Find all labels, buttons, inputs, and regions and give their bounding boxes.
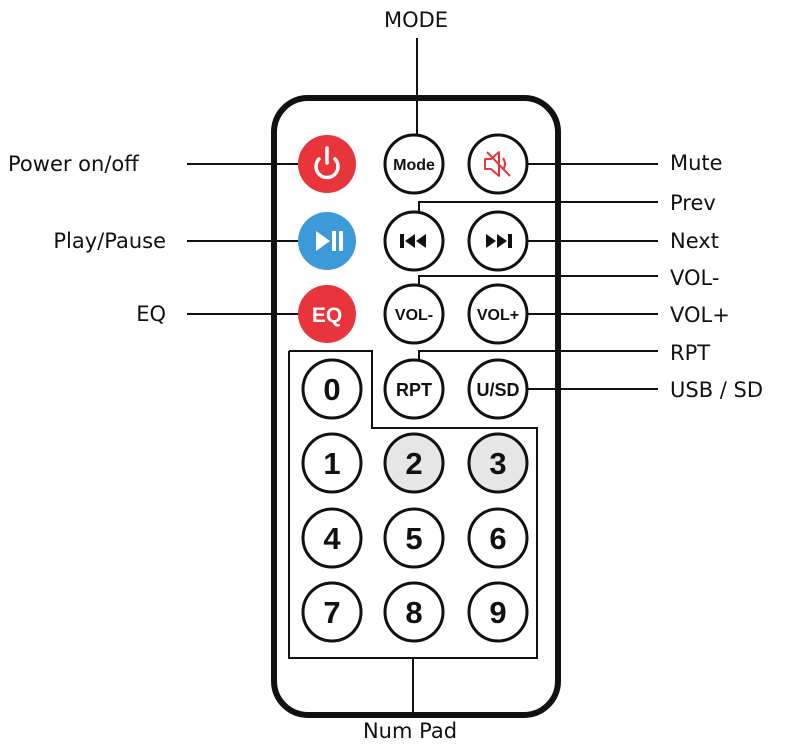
label-num-pad: Num Pad	[363, 719, 457, 743]
skip-next-icon	[486, 234, 512, 248]
label-vol-minus: VOL-	[670, 266, 719, 290]
leader-lines	[187, 38, 658, 712]
label-mute: Mute	[670, 151, 723, 175]
usb-sd-button-label: U/SD	[476, 380, 519, 400]
leader-prev	[418, 201, 658, 213]
digit-8-button[interactable]: 8	[383, 581, 445, 643]
digit-4-label: 4	[323, 521, 341, 556]
label-vol-plus: VOL+	[670, 303, 730, 327]
digit-9-button[interactable]: 9	[467, 581, 529, 643]
play-pause-button[interactable]	[298, 212, 356, 270]
label-rpt: RPT	[670, 341, 710, 365]
num-pad-outline	[288, 350, 538, 659]
digit-4-button[interactable]: 4	[301, 507, 363, 569]
label-play-pause: Play/Pause	[53, 229, 166, 253]
eq-button-label: EQ	[312, 304, 342, 327]
next-button[interactable]	[467, 210, 529, 272]
mode-button[interactable]: Mode	[383, 133, 445, 195]
digit-2-label: 2	[405, 446, 422, 481]
usb-sd-button[interactable]: U/SD	[467, 358, 529, 420]
digit-6-label: 6	[489, 521, 506, 556]
digit-7-button[interactable]: 7	[301, 581, 363, 643]
digit-9-label: 9	[489, 595, 506, 630]
skip-previous-icon	[400, 234, 426, 248]
label-eq: EQ	[136, 302, 166, 326]
digit-0-button[interactable]: 0	[301, 358, 363, 420]
digit-2-button[interactable]: 2	[383, 432, 445, 494]
mute-button[interactable]	[467, 133, 529, 195]
label-mode: MODE	[384, 8, 448, 32]
vol-minus-button-label: VOL-	[395, 307, 433, 324]
play-pause-icon	[316, 231, 343, 251]
label-next: Next	[670, 229, 719, 253]
digit-1-label: 1	[323, 446, 340, 481]
digit-0-label: 0	[323, 372, 340, 407]
prev-button[interactable]	[383, 210, 445, 272]
power-button[interactable]	[298, 135, 356, 193]
digit-1-button[interactable]: 1	[301, 432, 363, 494]
digit-3-button[interactable]: 3	[467, 432, 529, 494]
digit-3-label: 3	[489, 446, 506, 481]
digit-7-label: 7	[323, 595, 340, 630]
digit-5-label: 5	[405, 521, 422, 556]
vol-minus-button[interactable]: VOL-	[383, 283, 445, 345]
leader-vol-minus	[418, 275, 658, 287]
vol-plus-button-label: VOL+	[477, 307, 519, 324]
digit-5-button[interactable]: 5	[383, 507, 445, 569]
speaker-mute-icon	[484, 151, 511, 177]
label-power: Power on/off	[8, 152, 139, 176]
eq-button[interactable]: EQ	[298, 285, 356, 343]
leader-rpt	[418, 350, 658, 362]
label-prev: Prev	[670, 191, 716, 215]
digit-6-button[interactable]: 6	[467, 507, 529, 569]
vol-plus-button[interactable]: VOL+	[467, 283, 529, 345]
rpt-button-label: RPT	[396, 380, 432, 400]
mode-button-label: Mode	[393, 157, 435, 174]
power-icon	[314, 146, 340, 180]
rpt-button[interactable]: RPT	[383, 358, 445, 420]
digit-8-label: 8	[405, 595, 422, 630]
label-usb-sd: USB / SD	[670, 378, 763, 402]
